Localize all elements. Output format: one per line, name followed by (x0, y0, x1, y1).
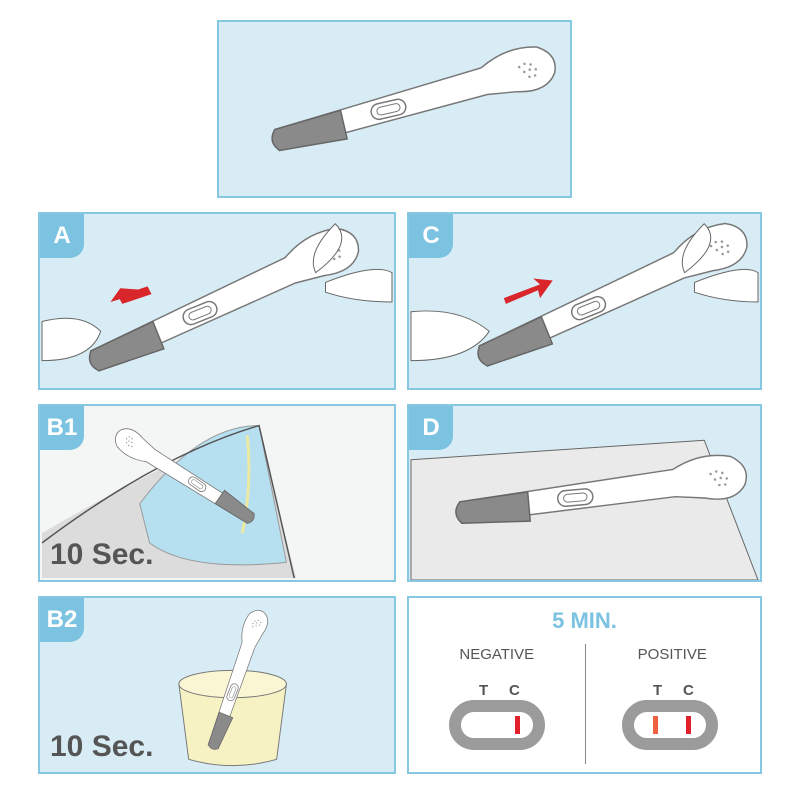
positive-result-window (622, 700, 718, 750)
step-badge: B2 (40, 598, 84, 642)
arrow-left-icon (110, 286, 152, 304)
arrow-right-icon (503, 278, 553, 304)
control-line (686, 716, 691, 734)
panel-test-overview (217, 20, 572, 198)
panel-step-b1: B1 10 Sec. (38, 404, 396, 582)
panel-results: 5 MIN. NEGATIVE POSITIVE T C T C (407, 596, 762, 774)
panel-step-d: D (407, 404, 762, 582)
positive-c-label: C (683, 682, 694, 699)
divider (584, 644, 586, 764)
wait-time-title: 5 MIN. (552, 608, 617, 633)
positive-label: POSITIVE (637, 646, 707, 663)
negative-t-label: T (479, 682, 489, 699)
step-badge: B1 (40, 406, 84, 450)
duration-label: 10 Sec. (50, 730, 154, 763)
test-stick-illustration (263, 40, 562, 157)
control-line (515, 716, 520, 734)
step-badge: D (409, 406, 453, 450)
panel-step-b2: B2 10 Sec. (38, 596, 396, 774)
step-badge: A (40, 214, 84, 258)
urine-stream-illustration (41, 420, 297, 579)
test-flat-illustration (410, 439, 759, 580)
negative-result-window (449, 700, 545, 750)
replace-cap-illustration (410, 215, 759, 373)
test-line (653, 716, 658, 734)
positive-t-label: T (653, 682, 663, 699)
negative-label: NEGATIVE (459, 646, 535, 663)
duration-label: 10 Sec. (50, 538, 154, 571)
remove-cap-illustration (41, 220, 393, 377)
step-badge: C (409, 214, 453, 258)
panel-step-c: C (407, 212, 762, 390)
panel-step-a: A (38, 212, 396, 390)
cup-dip-illustration (178, 606, 287, 767)
negative-c-label: C (509, 682, 520, 699)
